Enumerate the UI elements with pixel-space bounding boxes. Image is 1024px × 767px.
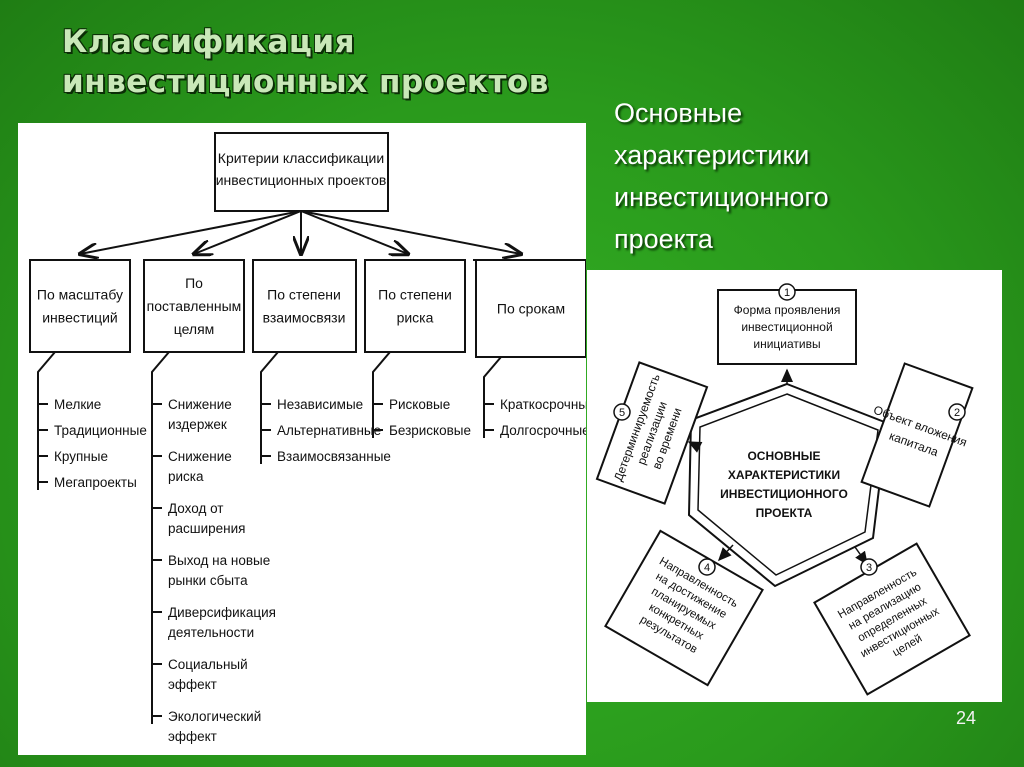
criterion-item: Мелкие	[54, 397, 101, 412]
criterion-item: Экологический	[168, 709, 261, 724]
criterion-item: Независимые	[277, 397, 363, 412]
criterion-label: По степени	[267, 287, 341, 303]
root-arrow-2	[194, 210, 302, 254]
classification-svg: Критерии классификации инвестиционных про…	[29, 132, 586, 744]
criterion-label: взаимосвязи	[263, 310, 346, 326]
criterion-item: риска	[168, 469, 204, 484]
characteristic-label: инвестиционной	[741, 320, 832, 334]
slide-title: Классификация инвестиционных проектов	[62, 22, 549, 102]
center-label: ОСНОВНЫЕ	[747, 449, 820, 463]
classification-diagram: Критерии классификации инвестиционных про…	[18, 123, 586, 755]
center-pentagon-outer	[687, 382, 889, 588]
slide-subtitle-line: проекта	[614, 224, 713, 254]
criterion-item: рынки сбыта	[168, 573, 248, 588]
criterion-item: Взаимосвязанные	[277, 449, 391, 464]
number-badge-circle	[860, 558, 878, 576]
number-badge-label: 3	[866, 562, 872, 574]
number-badge: 5	[613, 403, 631, 421]
criterion-item: эффект	[168, 729, 217, 744]
number-badge: 4	[698, 558, 716, 576]
characteristics-svg: ОСНОВНЫЕ ХАРАКТЕРИСТИКИ ИНВЕСТИЦИОННОГО ПРО…	[595, 283, 974, 696]
criterion-box-scale	[29, 259, 131, 353]
criterion-item: Социальный	[168, 657, 248, 672]
criterion-item: издержек	[168, 417, 227, 432]
item-bracket	[37, 351, 56, 490]
number-badge-label: 4	[704, 562, 710, 574]
characteristic-box	[860, 362, 974, 508]
slide-number: 24	[956, 708, 977, 728]
criterion-box-risk	[364, 259, 466, 353]
criterion-box-goals	[143, 259, 245, 353]
criterion-item: Снижение	[168, 397, 232, 412]
characteristics-diagram: ОСНОВНЫЕ ХАРАКТЕРИСТИКИ ИНВЕСТИЦИОННОГО ПРО…	[587, 270, 1002, 702]
item-bracket	[372, 351, 391, 438]
item-bracket	[483, 356, 502, 438]
criterion-label: поставленным	[147, 298, 242, 314]
root-arrow-1	[80, 210, 302, 254]
criterion-item: Доход от	[168, 501, 223, 516]
characteristic-node-1: Форма проявления инвестиционной инициативы	[717, 289, 857, 365]
number-badge-circle	[698, 558, 716, 576]
criterion-item: Традиционные	[54, 423, 147, 438]
criterion-label: По срокам	[497, 301, 565, 317]
criterion-label: По масштабу	[37, 287, 123, 303]
number-badge-label: 5	[619, 407, 625, 419]
criterion-box-relation	[252, 259, 357, 353]
arrow-to-node-5	[687, 441, 703, 453]
center-label: ПРОЕКТА	[756, 506, 813, 520]
number-badge: 2	[948, 403, 966, 421]
number-badge-circle	[613, 403, 631, 421]
criterion-item: расширения	[168, 521, 245, 536]
root-label: инвестиционных проектов	[216, 172, 387, 188]
slide-subtitle: Основные характеристики инвестиционного …	[614, 92, 829, 260]
arrow-to-node-4	[717, 544, 734, 562]
item-bracket	[151, 351, 170, 724]
number-badge-label: 1	[784, 287, 790, 299]
slide-subtitle-line: Основные	[614, 98, 743, 128]
criterion-box-terms	[475, 259, 586, 358]
item-bracket	[260, 351, 279, 464]
criterion-item: Крупные	[54, 449, 108, 464]
root-label: Критерии классификации	[218, 150, 384, 166]
criterion-item: деятельности	[168, 625, 254, 640]
criterion-item: Долгосрочные	[500, 423, 586, 438]
criterion-item: Рисковые	[389, 397, 450, 412]
number-badge-label: 2	[954, 407, 960, 419]
characteristic-label: Форма проявления	[734, 303, 841, 317]
center-label: ИНВЕСТИЦИОННОГО	[720, 487, 848, 501]
criterion-item: Выход на новые	[168, 553, 270, 568]
center-label: ХАРАКТЕРИСТИКИ	[728, 468, 840, 482]
slide-title-line: Классификация	[62, 24, 355, 60]
criterion-item: Диверсификация	[168, 605, 276, 620]
criterion-label: целям	[174, 321, 215, 337]
criterion-item: Безрисковые	[389, 423, 471, 438]
criterion-item: Краткосрочные	[500, 397, 586, 412]
criterion-item: Снижение	[168, 449, 232, 464]
criterion-label: риска	[397, 310, 434, 326]
criterion-item: эффект	[168, 677, 217, 692]
slide-subtitle-line: инвестиционного	[614, 182, 829, 212]
root-arrow-5	[300, 210, 521, 254]
criterion-item: Мегапроекты	[54, 475, 137, 490]
criterion-label: По степени	[378, 287, 452, 303]
number-badge: 1	[778, 283, 796, 301]
slide-title-line: инвестиционных проектов	[62, 64, 549, 100]
slide-subtitle-line: характеристики	[614, 140, 810, 170]
characteristic-label: инициативы	[753, 337, 820, 351]
number-badge: 3	[860, 558, 878, 576]
root-arrow-4	[300, 210, 408, 254]
number-badge-circle	[778, 283, 796, 301]
criterion-label: инвестиций	[42, 310, 118, 326]
characteristic-box	[595, 361, 709, 505]
number-badge-circle	[948, 403, 966, 421]
criterion-label: По	[185, 275, 203, 291]
center-pentagon-inner	[697, 393, 879, 576]
criterion-item: Альтернативные	[277, 423, 381, 438]
